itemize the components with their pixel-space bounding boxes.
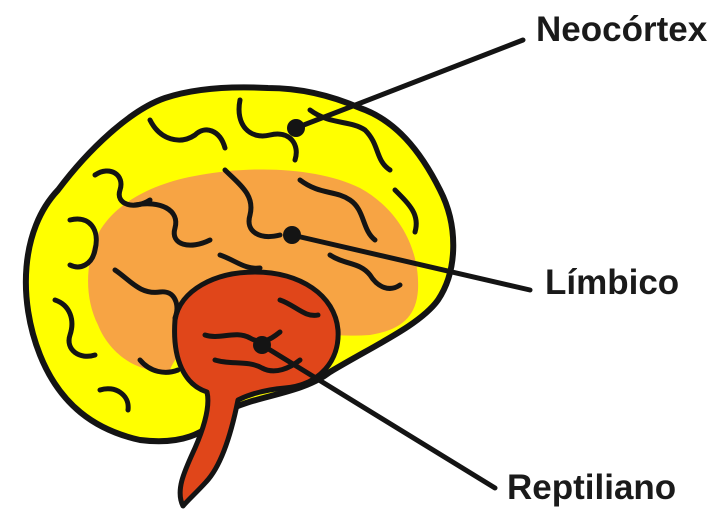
label-limbico: Límbico [545, 265, 679, 300]
neocortex-leader-line [296, 40, 523, 128]
label-neocortex: Neocórtex [536, 12, 707, 47]
reptiliano-leader-line [262, 345, 495, 488]
reptiliano-marker-dot [253, 336, 271, 354]
limbico-marker-dot [283, 226, 301, 244]
label-reptiliano: Reptiliano [507, 470, 676, 505]
neocortex-marker-dot [287, 119, 305, 137]
reptiliano-region [175, 272, 339, 506]
